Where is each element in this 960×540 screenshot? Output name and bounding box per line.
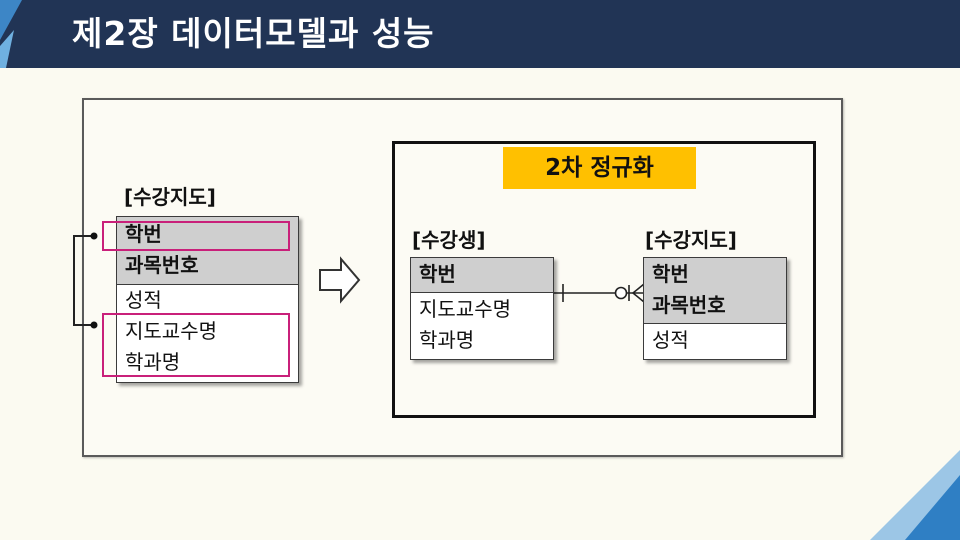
normalization-heading: 2차 정규화 xyxy=(503,147,696,189)
student-table-label: [수강생] xyxy=(412,228,486,252)
student-key-field: 학번 xyxy=(419,262,456,286)
corner-decoration xyxy=(870,450,960,540)
dependency-dot xyxy=(90,232,98,240)
advising-key-section: 학번 과목번호 xyxy=(644,258,786,324)
student-attr-section: 지도교수명 학과명 xyxy=(411,293,553,359)
cardinality-zero-mark xyxy=(614,286,628,300)
transform-arrow-icon xyxy=(319,256,361,304)
dependency-bracket xyxy=(73,235,93,326)
highlight-student-id xyxy=(102,221,290,251)
advising-key-field: 학번 xyxy=(652,262,689,286)
highlight-dependent-fields xyxy=(102,313,290,377)
advising-attr-field: 성적 xyxy=(652,328,689,352)
student-attr-field: 지도교수명 xyxy=(419,297,511,321)
before-attr-section: 성적 지도교수명 학과명 xyxy=(117,285,298,382)
dependency-dot xyxy=(90,321,98,329)
advising-attr-section: 성적 xyxy=(644,324,786,359)
before-attr-field: 학과명 xyxy=(125,350,181,374)
before-table-label: [수강지도] xyxy=(124,185,216,209)
before-entity: 학번 과목번호 성적 지도교수명 학과명 xyxy=(116,216,299,383)
advising-table-label: [수강지도] xyxy=(645,228,737,252)
header-accent-decoration xyxy=(0,0,22,68)
before-attr-field: 지도교수명 xyxy=(125,319,217,343)
before-key-field: 학번 xyxy=(125,222,162,246)
student-attr-field: 학과명 xyxy=(419,328,475,352)
advising-entity: 학번 과목번호 성적 xyxy=(643,257,787,360)
before-attr-field: 성적 xyxy=(125,288,162,312)
slide-title: 제2장 데이터모델과 성능 xyxy=(72,14,435,53)
cardinality-crowfoot-mark xyxy=(631,283,645,303)
before-key-field: 과목번호 xyxy=(125,253,199,277)
student-key-section: 학번 xyxy=(411,258,553,293)
before-key-section: 학번 과목번호 xyxy=(117,217,298,285)
normalized-box xyxy=(392,141,816,418)
slide-header: 제2장 데이터모델과 성능 xyxy=(0,0,960,68)
student-entity: 학번 지도교수명 학과명 xyxy=(410,257,554,360)
advising-key-field: 과목번호 xyxy=(652,293,726,317)
